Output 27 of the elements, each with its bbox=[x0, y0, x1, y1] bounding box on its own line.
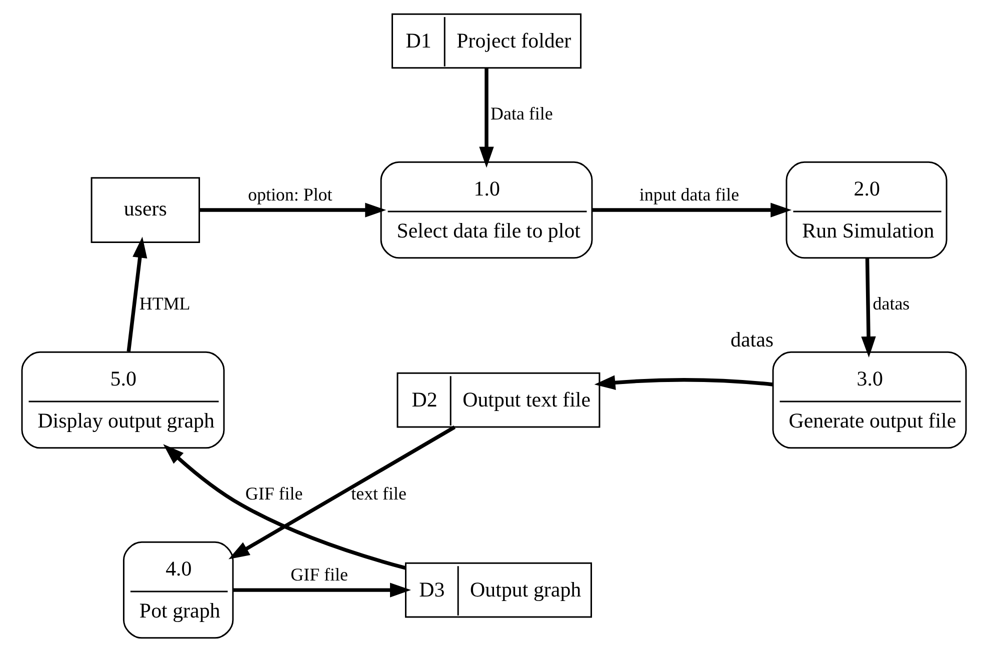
edge-label: HTML bbox=[139, 294, 190, 314]
edge-label: text file bbox=[351, 484, 406, 504]
arrow bbox=[861, 258, 876, 358]
arrow bbox=[592, 202, 792, 218]
arrow bbox=[594, 375, 773, 390]
node-box: D2 Output text file bbox=[396, 372, 600, 428]
edge-label: GIF file bbox=[245, 484, 303, 504]
arrow bbox=[228, 426, 456, 560]
edge-label: input data file bbox=[639, 184, 740, 204]
edge-label: datas bbox=[872, 294, 910, 314]
edge-label: Data file bbox=[490, 104, 553, 124]
arrow bbox=[163, 444, 406, 570]
node-box: users bbox=[90, 177, 200, 243]
node-box: 3.0 Generate output file bbox=[772, 351, 967, 449]
node-box: 4.0 Pot graph bbox=[122, 541, 234, 639]
node-box: 1.0 Select data file to plot bbox=[380, 161, 593, 259]
arrow bbox=[126, 236, 148, 352]
node-box: 2.0 Run Simulation bbox=[786, 161, 948, 259]
edge-label: option: Plot bbox=[248, 184, 332, 204]
node-box: 5.0 Display output graph bbox=[21, 351, 225, 449]
node-label: datas bbox=[730, 327, 774, 352]
arrow bbox=[199, 202, 386, 218]
edge-label: GIF file bbox=[290, 564, 348, 584]
arrow bbox=[479, 68, 494, 168]
node-box: D1 Project folder bbox=[392, 13, 582, 69]
node-box: D3 Output graph bbox=[404, 562, 592, 618]
arrow bbox=[233, 582, 412, 598]
